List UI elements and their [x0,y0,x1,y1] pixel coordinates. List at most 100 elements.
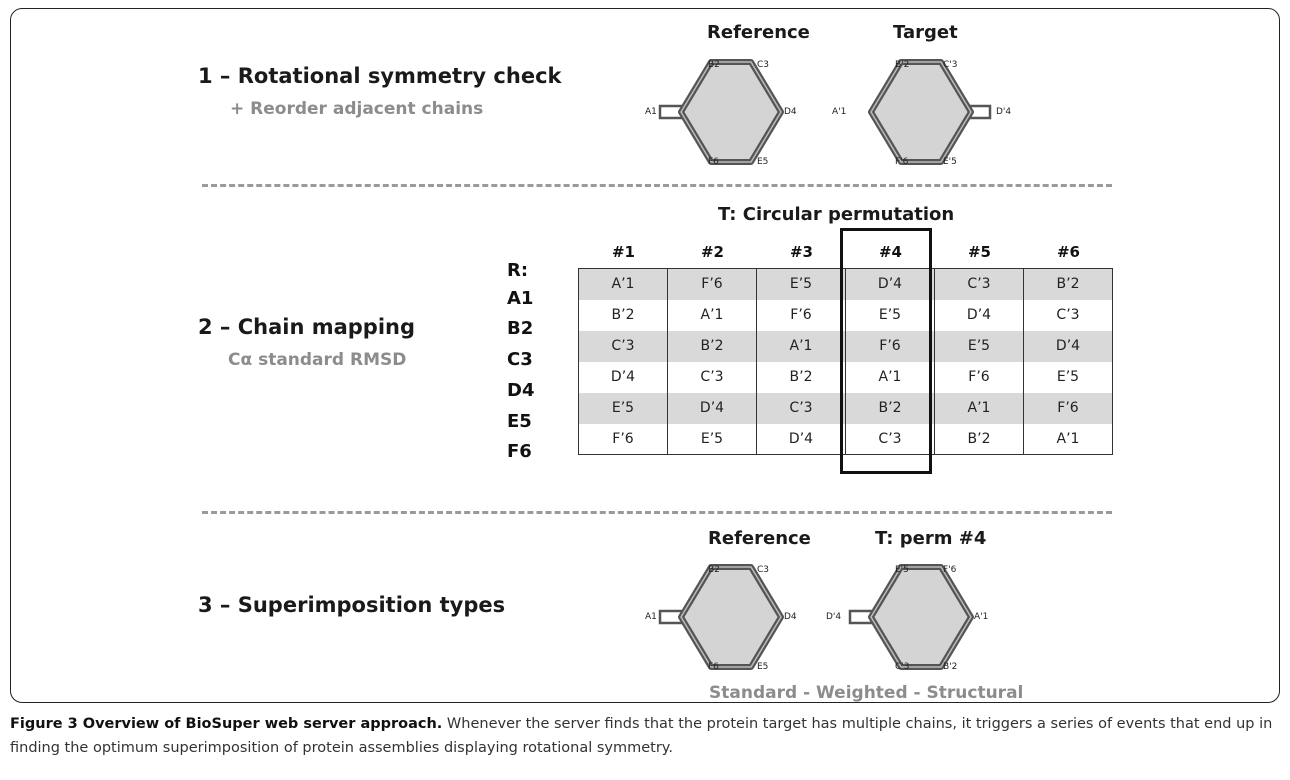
table-cell: F’6 [845,330,935,362]
table-row: E’5 D’4 C’3 B’2 A’1 F’6 [578,392,1113,424]
step3-ref-label-f6: F6 [708,662,719,672]
table-row: A’1 F’6 E’5 D’4 C’3 B’2 [578,268,1113,300]
table-cell: E’5 [756,268,846,300]
row-label-c3: C3 [507,349,533,370]
divider-1 [202,184,1112,187]
step3-tgt-label-b2: B'2 [943,662,958,672]
table-cell: D’4 [578,361,668,393]
step1-ref-label-a1: A1 [645,107,657,117]
table-cell: B’2 [667,330,757,362]
table-cell: B’2 [578,299,668,331]
step1-ref-label-f6: F6 [708,157,719,167]
figure-caption: Figure 3 Overview of BioSuper web server… [10,712,1280,760]
highlighted-column-box [840,228,932,474]
step3-ref-label-a1: A1 [645,612,657,622]
step1-title: 1 – Rotational symmetry check [198,64,562,88]
step1-target-hexagon [868,59,992,165]
table-cell: B’2 [934,423,1024,455]
step1-tgt-label-f6: F'6 [895,157,909,167]
step3-title: 3 – Superimposition types [198,593,506,617]
step1-reference-title: Reference [707,22,810,43]
table-cell: E’5 [845,299,935,331]
table-row: C’3 B’2 A’1 F’6 E’5 D’4 [578,330,1113,362]
step1-subtitle: + Reorder adjacent chains [230,99,484,119]
step1-ref-label-e5: E5 [757,157,769,167]
permutation-table: A’1 F’6 E’5 D’4 C’3 B’2 B’2 A’1 F’6 E’5 … [578,268,1113,455]
step1-reference-hexagon [658,59,784,165]
step3-reference-title: Reference [708,528,811,549]
row-label-b2: B2 [507,318,534,339]
row-label-a1: A1 [507,288,534,309]
table-cell: A’1 [756,330,846,362]
step1-tgt-label-d4: D'4 [996,107,1012,117]
step3-ref-label-e5: E5 [757,662,769,672]
step3-tgt-label-f6: F'6 [943,565,957,575]
step3-tgt-label-c3: C'3 [895,662,910,672]
column-header: #3 [789,243,813,261]
row-label-d4: D4 [507,380,535,401]
step3-ref-label-b2: B2 [708,565,720,575]
column-header: #1 [611,243,635,261]
table-cell: A’1 [845,361,935,393]
table-row: D’4 C’3 B’2 A’1 F’6 E’5 [578,361,1113,393]
table-cell: E’5 [1023,361,1113,393]
table-cell: F’6 [756,299,846,331]
table-cell: D’4 [756,423,846,455]
table-cell: F’6 [934,361,1024,393]
table-cell: A’1 [1023,423,1113,455]
step1-ref-label-c3: C3 [757,60,770,70]
table-cell: A’1 [578,268,668,300]
column-header: #4 [878,243,902,261]
table-cell: B’2 [1023,268,1113,300]
table-cell: F’6 [578,423,668,455]
table-row: F’6 E’5 D’4 C’3 B’2 A’1 [578,423,1113,455]
step1-target-title: Target [893,22,958,43]
column-header: #6 [1056,243,1080,261]
table-cell: E’5 [934,330,1024,362]
caption-text: Whenever the server finds that the prote… [10,716,1273,756]
step2-table-title: T: Circular permutation [718,204,955,225]
step3-ref-label-c3: C3 [757,565,770,575]
table-cell: F’6 [667,268,757,300]
step3-target-title: T: perm #4 [875,528,987,549]
row-label-e5: E5 [507,411,532,432]
row-label-f6: F6 [507,441,532,462]
table-cell: C’3 [578,330,668,362]
table-cell: A’1 [667,299,757,331]
step1-ref-label-b2: B2 [708,60,720,70]
table-cell: E’5 [667,423,757,455]
table-cell: C’3 [667,361,757,393]
step3-tgt-label-a1: A'1 [974,612,989,622]
row-header: R: [507,260,529,281]
table-cell: A’1 [934,392,1024,424]
column-header: #2 [700,243,724,261]
step1-tgt-label-a1: A'1 [832,107,847,117]
table-cell: C’3 [756,392,846,424]
table-cell: E’5 [578,392,668,424]
step3-target-hexagon [848,564,974,670]
column-header: #5 [967,243,991,261]
superimposition-types: Standard - Weighted - Structural [709,683,1024,703]
table-cell: D’4 [934,299,1024,331]
step2-subtitle: Cα standard RMSD [228,350,407,370]
caption-title: Figure 3 Overview of BioSuper web server… [10,716,443,732]
table-cell: B’2 [756,361,846,393]
table-cell: C’3 [934,268,1024,300]
step2-title: 2 – Chain mapping [198,315,416,339]
step1-tgt-label-c3: C'3 [943,60,958,70]
figure-frame [10,8,1280,703]
step3-tgt-label-e5: E'5 [895,565,909,575]
table-cell: D’4 [667,392,757,424]
table-cell: F’6 [1023,392,1113,424]
step3-ref-label-d4: D4 [784,612,797,622]
step3-reference-hexagon [658,564,784,670]
table-cell: C’3 [845,423,935,455]
step1-tgt-label-e5: E'5 [943,157,957,167]
table-cell: D’4 [845,268,935,300]
table-row: B’2 A’1 F’6 E’5 D’4 C’3 [578,299,1113,331]
table-cell: D’4 [1023,330,1113,362]
table-cell: B’2 [845,392,935,424]
step3-tgt-label-d4: D'4 [826,612,842,622]
step1-ref-label-d4: D4 [784,107,797,117]
divider-2 [202,511,1112,514]
